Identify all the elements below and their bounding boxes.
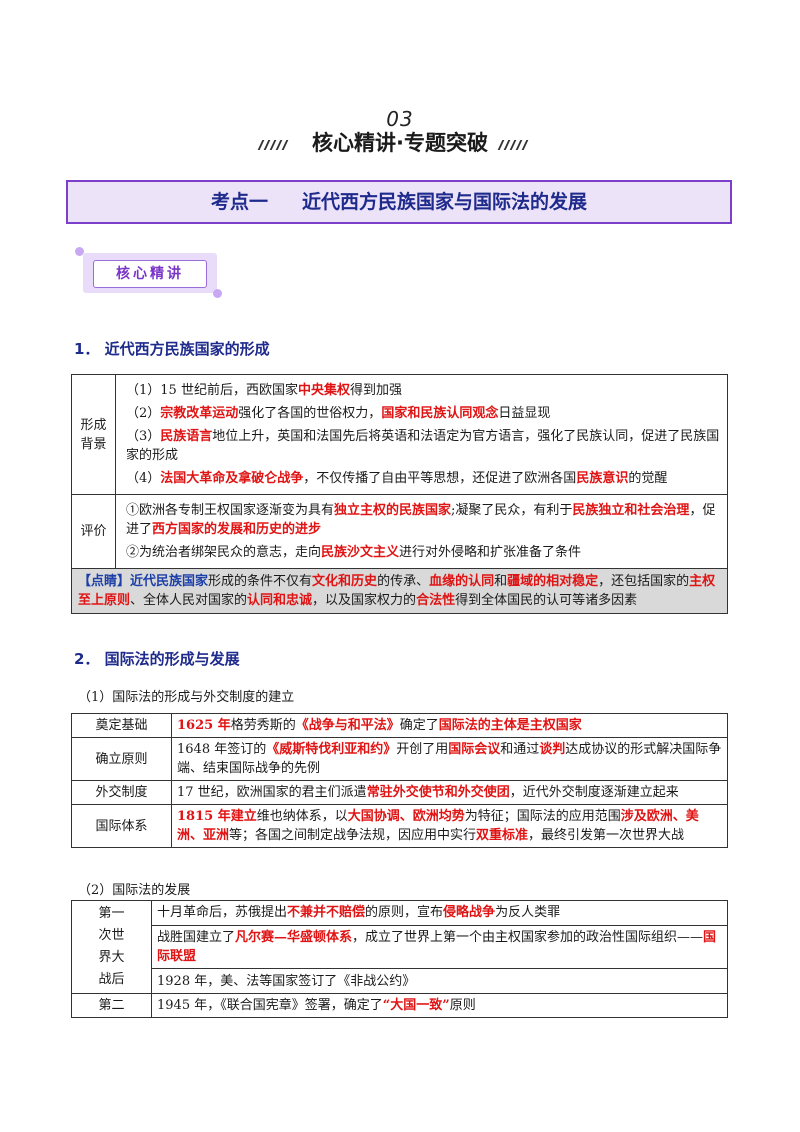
core-tag-label: 核心精讲 [93, 260, 207, 288]
row-content: 战胜国建立了凡尔赛—华盛顿体系，成立了世界上第一个由主权国家参加的政治性国际组织… [151, 924, 728, 970]
section-title: 近代西方民族国家与国际法的发展 [302, 191, 588, 213]
part2-sub2: （2）国际法的发展 [78, 883, 191, 898]
row-label: 外交制度 [71, 780, 172, 805]
bg-content: （1）15 世纪前后，西欧国家中央集权得到加强 （2）宗教改革运动强化了各国的世… [115, 374, 728, 495]
eval-content: ①欧洲各专制王权国家逐渐变为具有独立主权的民族国家;凝聚了民众，有利于民族独立和… [115, 494, 728, 569]
bg-item: （2）宗教改革运动强化了各国的世俗权力，国家和民族认同观念日益显现 [126, 406, 551, 421]
header-title: 核心精讲·专题突破 [298, 130, 502, 156]
intl-law-development-table: 第一 次世 界大 战后 十月革命后，苏俄提出不兼并不赔偿的原则，宣布侵略战争为反… [71, 900, 728, 1018]
row-content: 1625 年格劳秀斯的《战争与和平法》确定了国际法的主体是主权国家 [171, 713, 728, 738]
header-badge: 03 核心精讲·专题突破 [0, 108, 800, 156]
part1-heading: 1． 近代西方民族国家的形成 [74, 340, 274, 362]
tip-tag: 【点睛】 [78, 574, 131, 589]
row-content: 1928 年，美、法等国家签订了《非战公约》 [151, 968, 728, 994]
header-number: 03 [386, 107, 414, 131]
row-content: 十月革命后，苏俄提出不兼并不赔偿的原则，宣布侵略战争为反人类罪 [151, 900, 728, 926]
bg-item: （3）民族语言地位上升，英国和法国先后将英语和法语定为官方语言，强化了民族认同，… [126, 429, 720, 463]
row-content: 17 世纪，欧洲国家的君主们派遣常驻外交使节和外交使团，近代外交制度逐渐建立起来 [171, 780, 728, 805]
row-content: 1945 年，《联合国宪章》签署，确定了“大国一致”原则 [151, 993, 728, 1018]
nation-state-table: 形成背景 （1）15 世纪前后，西欧国家中央集权得到加强 （2）宗教改革运动强化… [71, 374, 728, 614]
tip-box: 【点睛】近代民族国家形成的条件不仅有文化和历史的传承、血缘的认同和疆域的相对稳定… [71, 568, 728, 614]
dot-decoration [213, 289, 222, 298]
row-label: 确立原则 [71, 737, 172, 781]
part2-heading: 2． 国际法的形成与发展 [74, 650, 244, 672]
intl-law-formation-table: 奠定基础 1625 年格劳秀斯的《战争与和平法》确定了国际法的主体是主权国家 确… [71, 713, 728, 848]
bg-item: （1）15 世纪前后，西欧国家中央集权得到加强 [126, 383, 402, 398]
row-content: 1815 年建立维也纳体系，以大国协调、欧洲均势为特征；国际法的应用范围涉及欧洲… [171, 804, 728, 848]
bg-label: 形成背景 [71, 374, 116, 495]
core-tag: 核心精讲 [75, 243, 225, 301]
eval-item: ②为统治者绑架民众的意志，走向民族沙文主义进行对外侵略和扩张准备了条件 [126, 545, 582, 560]
row-label: 国际体系 [71, 804, 172, 848]
header-stripes-right [497, 139, 540, 150]
ww2-label: 第二 [71, 993, 152, 1018]
dot-decoration [75, 247, 84, 256]
section-title-box: 考点一 近代西方民族国家与国际法的发展 [66, 180, 732, 224]
section-prefix: 考点一 [210, 191, 268, 213]
part2-sub1: （1）国际法的形成与外交制度的建立 [78, 690, 295, 705]
eval-item: ①欧洲各专制王权国家逐渐变为具有独立主权的民族国家;凝聚了民众，有利于民族独立和… [126, 503, 716, 537]
ww1-label: 第一 次世 界大 战后 [71, 900, 152, 994]
bg-item: （4）法国大革命及拿破仑战争，不仅传播了自由平等思想，还促进了欧洲各国民族意识的… [126, 471, 668, 486]
row-content: 1648 年签订的《威斯特伐利亚和约》开创了用国际会议和通过谈判达成协议的形式解… [171, 737, 728, 781]
row-label: 奠定基础 [71, 713, 172, 738]
header-stripes-left [257, 139, 300, 150]
eval-label: 评价 [71, 494, 116, 569]
